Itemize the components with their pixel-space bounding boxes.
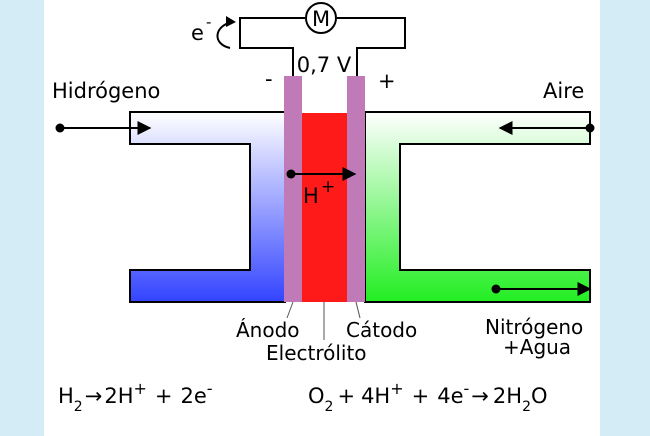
air-label: Aire — [543, 79, 584, 103]
motor-label: M — [312, 7, 330, 31]
eq-right-product: 2H — [493, 384, 522, 408]
output-label-nitrogen: Nitrógeno — [485, 315, 583, 339]
cathode-leader-line — [355, 301, 361, 319]
eq-left-coef-1: 2H — [104, 384, 133, 408]
eq-left-h-sub: 2 — [74, 399, 83, 415]
eq-right-sup-2: - — [464, 379, 470, 398]
plus-sign: + — [378, 69, 396, 93]
eq-right-product-tail: O — [531, 384, 548, 408]
eq-right-sup-1: + — [390, 379, 403, 398]
output-label-water: +Agua — [503, 335, 571, 359]
eq-right-coef-1: 4H — [361, 384, 390, 408]
eq-right-product-sub: 2 — [522, 399, 531, 415]
eq-right-plus-2: + — [412, 384, 430, 408]
eq-left-sup-2: - — [207, 379, 213, 398]
anode-label: Ánodo — [236, 318, 300, 342]
eq-left-plus: + — [155, 384, 173, 408]
eq-left-h: H — [58, 384, 74, 408]
electron-superscript: - — [206, 13, 211, 31]
electrolyte-block — [302, 113, 347, 302]
voltage-label: 0,7 V — [297, 53, 352, 77]
proton-label: H — [303, 184, 319, 208]
anode-electrode — [284, 76, 302, 302]
electrolyte-label: Electrólito — [266, 341, 367, 365]
circuit-wire — [239, 17, 406, 76]
eq-right-coef-2: 4e — [437, 384, 463, 408]
minus-sign: - — [265, 67, 273, 91]
electron-flow-arrowhead-icon — [226, 16, 236, 27]
eq-left-arrow: → — [85, 384, 103, 408]
motor-icon — [305, 2, 337, 34]
eq-left-sup-1: + — [133, 379, 146, 398]
proton-superscript: + — [321, 177, 335, 197]
electron-label: e — [191, 21, 204, 45]
hydrogen-label: Hidrógeno — [52, 79, 160, 103]
equation-left: H2→2H++2e- — [58, 379, 213, 415]
eq-right-arrow: → — [471, 384, 489, 408]
eq-right-o: O — [308, 384, 325, 408]
cathode-label: Cátodo — [346, 318, 417, 342]
eq-right-o-sub: 2 — [325, 399, 334, 415]
equation-right: O2+4H++4e-→2H2O — [308, 379, 548, 415]
cathode-electrode — [347, 76, 365, 302]
eq-left-coef-2: 2e — [181, 384, 207, 408]
eq-right-plus-1: + — [337, 384, 355, 408]
anode-leader-line — [286, 301, 294, 319]
